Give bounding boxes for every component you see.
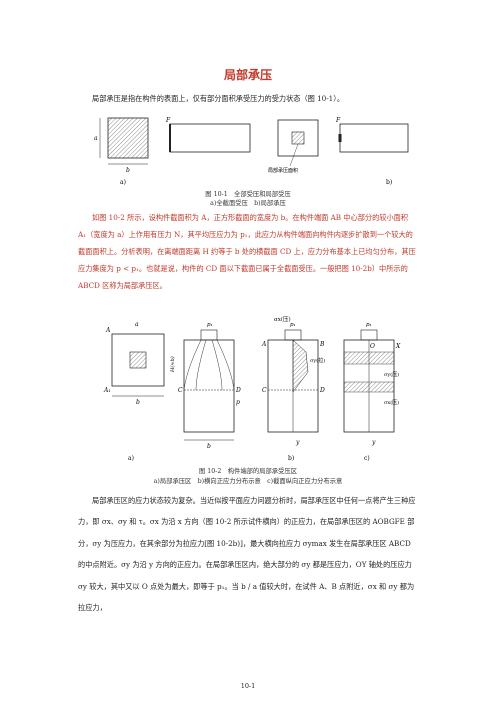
intro-paragraph: 局部承压是指在构件的表面上，仅有部分面积承受压力的受力状态（图 10-1）。 bbox=[92, 94, 345, 103]
svg-text:y: y bbox=[295, 439, 300, 446]
svg-text:σx(压): σx(压) bbox=[274, 316, 291, 323]
page-title: 局部承压 bbox=[223, 68, 272, 82]
fig1-label-a: a) bbox=[120, 179, 126, 186]
bearing-paragraph: 如图 10-2 所示，设构件截面积为 A，正方形截面的宽度为 b。在构件端面 A… bbox=[78, 213, 416, 290]
svg-text:H(≈b): H(≈b) bbox=[169, 356, 176, 373]
fig2-label-b: b) bbox=[288, 455, 294, 462]
stress-state-paragraph: 局部承压区的应力状态较为复杂。当近似按平面应力问题分析时，局部承压区中任何一点将… bbox=[78, 496, 416, 613]
svg-text:A: A bbox=[261, 341, 267, 348]
svg-text:σx(压): σx(压) bbox=[384, 399, 399, 406]
fig1-b-local: 局部承压面积 bbox=[268, 119, 319, 174]
fig2-a-plan: A A₁ a b a) bbox=[103, 321, 165, 462]
svg-text:C: C bbox=[262, 387, 267, 394]
svg-text:F: F bbox=[165, 117, 171, 124]
fig1-label-b: b) bbox=[386, 179, 392, 186]
fig1-subcaption: a)全截面受压 b)局部承压 bbox=[210, 200, 286, 207]
svg-text:A: A bbox=[105, 327, 111, 334]
svg-text:X: X bbox=[395, 343, 401, 350]
fig1-caption: 图 10-1 全部受压和局部受压 bbox=[205, 191, 291, 198]
svg-text:O: O bbox=[370, 343, 375, 350]
fig2-subcaption: a)局部承压区 b)横向正应力分布示意 c)截面纵向正应力分布示意 bbox=[153, 478, 343, 485]
svg-text:y: y bbox=[371, 439, 376, 446]
figure-10-1: a b a) F 局部承压面积 F b) bbox=[90, 110, 420, 186]
svg-text:B: B bbox=[319, 341, 325, 348]
figure-10-2: A A₁ a b a) p₁ C D p H(≈b) b p₁ σx(压) bbox=[98, 312, 408, 464]
svg-text:p: p bbox=[236, 399, 240, 406]
svg-text:C: C bbox=[178, 387, 183, 394]
page-number: 10-1 bbox=[240, 682, 256, 690]
svg-text:F: F bbox=[335, 117, 341, 124]
fig2-label-a: a) bbox=[128, 455, 134, 462]
fig1-b-side: F b) bbox=[335, 117, 409, 186]
fig2-caption: 图 10-2 构件端部的局部承受压区 bbox=[198, 468, 297, 475]
fig2-a-elevation: p₁ C D p H(≈b) b bbox=[169, 322, 241, 450]
fig1-a-full-section: a b a) bbox=[94, 117, 149, 186]
svg-text:A₁: A₁ bbox=[103, 387, 111, 394]
svg-text:b: b bbox=[136, 399, 140, 406]
fig2-label-c: c) bbox=[364, 455, 370, 462]
svg-text:b: b bbox=[207, 443, 211, 450]
fig2-c-longitudinal-stress: p₁ O X σy(压) σx(压) y c) bbox=[343, 322, 401, 462]
svg-text:D: D bbox=[235, 387, 241, 394]
svg-text:p₁: p₁ bbox=[290, 322, 296, 328]
fig1-dim-b: b bbox=[126, 167, 130, 174]
fig2-b-transverse-stress: p₁ σx(压) A B C D σy(拉) y b) bbox=[261, 316, 325, 462]
svg-text:p₁: p₁ bbox=[366, 322, 372, 328]
fig1-dim-a: a bbox=[94, 135, 98, 142]
svg-text:σy(压): σy(压) bbox=[384, 371, 399, 378]
svg-text:a: a bbox=[135, 321, 139, 328]
svg-text:σy(拉): σy(拉) bbox=[310, 357, 325, 364]
fig1-note: 局部承压面积 bbox=[268, 167, 298, 174]
fig1-a-side: F bbox=[165, 117, 251, 153]
svg-text:D: D bbox=[319, 387, 325, 394]
svg-text:p₁: p₁ bbox=[207, 322, 213, 328]
